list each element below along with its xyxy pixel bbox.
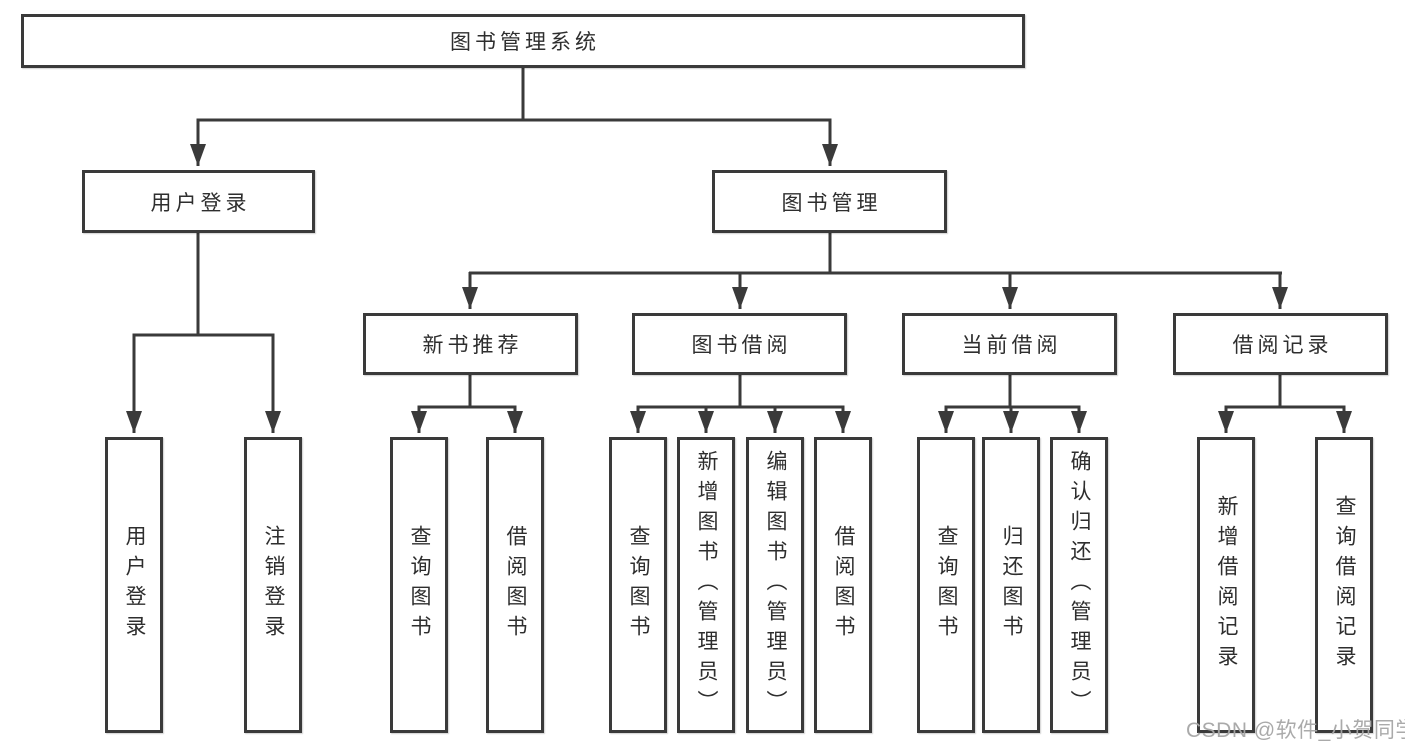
leaf-borrow-books-recommend: 借阅图书 <box>486 437 544 733</box>
connector-new-books-to-leaves <box>411 373 524 434</box>
node-root-library-system: 图书管理系统 <box>21 14 1025 68</box>
leaf-query-borrow-record: 查询借阅记录 <box>1315 437 1373 733</box>
csdn-watermark: CSDN @软件_小贺同学 <box>1186 719 1405 742</box>
leaf-add-borrow-record: 新增借阅记录 <box>1197 437 1255 733</box>
connector-user-login-to-leaves <box>126 231 282 434</box>
leaf-edit-books-admin: 编辑图书（管理员） <box>746 437 804 733</box>
connector-current-borrow-to-leaves <box>938 373 1088 434</box>
connector-root-to-branches <box>190 66 839 167</box>
leaf-user-login: 用户登录 <box>105 437 163 733</box>
node-section-borrow-record: 借阅记录 <box>1173 313 1388 375</box>
node-section-current-borrow: 当前借阅 <box>902 313 1117 375</box>
node-branch-user-login: 用户登录 <box>82 170 315 233</box>
leaf-query-books-current: 查询图书 <box>917 437 975 733</box>
leaf-add-books-admin: 新增图书（管理员） <box>677 437 735 733</box>
node-branch-book-management: 图书管理 <box>712 170 947 233</box>
node-section-book-borrow: 图书借阅 <box>632 313 847 375</box>
connector-book-borrow-to-leaves <box>630 373 852 434</box>
connector-book-management-to-sections <box>462 231 1289 310</box>
leaf-borrow-books: 借阅图书 <box>814 437 872 733</box>
leaf-query-books-recommend: 查询图书 <box>390 437 448 733</box>
connector-borrow-record-to-leaves <box>1218 373 1353 434</box>
leaf-return-books: 归还图书 <box>982 437 1040 733</box>
leaf-confirm-return-admin: 确认归还（管理员） <box>1050 437 1108 733</box>
leaf-query-books-borrow: 查询图书 <box>609 437 667 733</box>
leaf-logout: 注销登录 <box>244 437 302 733</box>
node-section-new-book-recommend: 新书推荐 <box>363 313 578 375</box>
